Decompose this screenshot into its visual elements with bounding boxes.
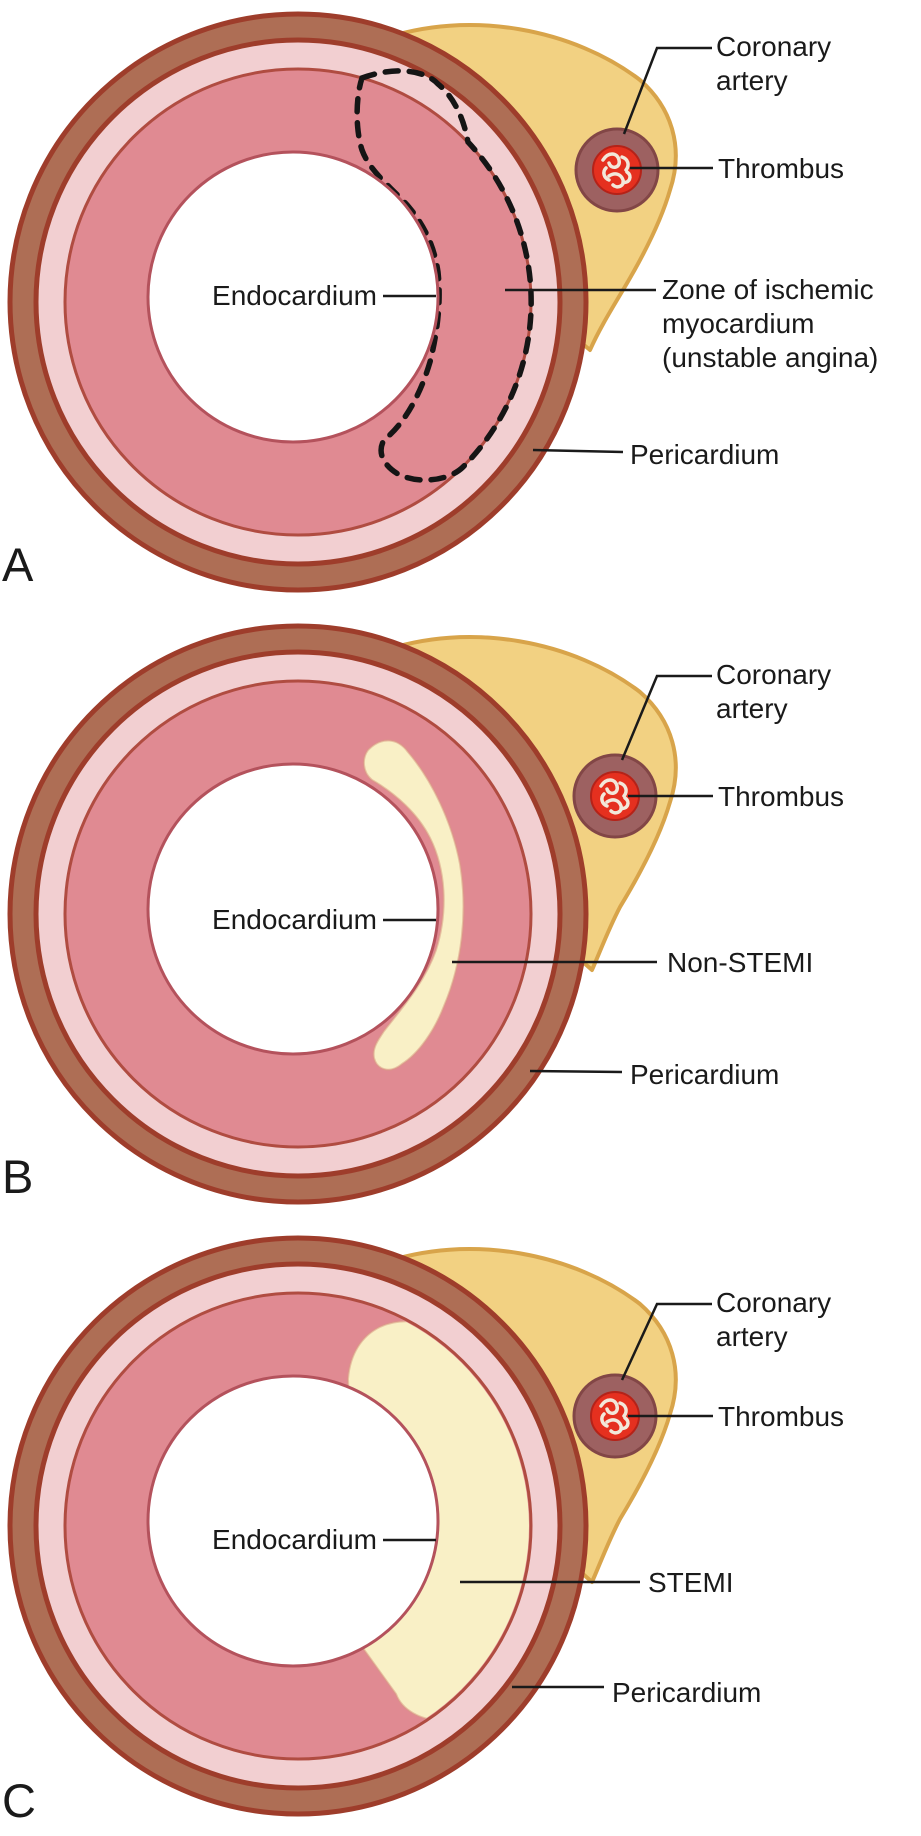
non-stemi-infarct-zone — [362, 739, 465, 1071]
coronary-artery-label-line1: Coronary — [716, 1287, 832, 1318]
thrombus-label: Thrombus — [718, 781, 845, 812]
panel-letter-c: C — [2, 1774, 36, 1827]
ventricle-lumen — [146, 762, 440, 1056]
coronary-artery-icon — [572, 1373, 658, 1459]
pericardium-label: Pericardium — [630, 439, 780, 470]
zone-label-line1: Zone of ischemic — [662, 274, 874, 305]
thrombus-label: Thrombus — [718, 1401, 845, 1432]
endocardium-label: Endocardium — [212, 280, 377, 311]
ventricle-lumen — [146, 1374, 440, 1668]
coronary-artery-label: Coronary artery — [716, 1286, 831, 1354]
pericardium-leader-line — [529, 1069, 623, 1074]
coronary-artery-leader-line — [622, 46, 712, 135]
ventricle-lumen — [146, 150, 440, 444]
coronary-artery-leader-line — [620, 1302, 712, 1381]
coronary-artery-label-line1: Coronary — [716, 659, 832, 690]
pericardium-label: Pericardium — [612, 1677, 762, 1708]
coronary-artery-label-line2: artery — [716, 1321, 788, 1352]
coronary-artery-label-line1: Coronary — [716, 31, 832, 62]
ischemic-zone-dashed-outline — [354, 68, 534, 483]
zone-label-line2: myocardium — [662, 308, 815, 339]
panel-unstable-angina: Coronary artery Thrombus Endocardium Zon… — [0, 0, 921, 612]
pericardium-leader-line — [532, 448, 624, 454]
endocardium-label: Endocardium — [212, 1524, 377, 1555]
zone-label: STEMI — [648, 1567, 734, 1598]
zone-label: Non-STEMI — [667, 947, 814, 978]
coronary-artery-leader-line — [620, 674, 712, 761]
panel-letter-b: B — [2, 1150, 34, 1203]
zone-label-line3: (unstable angina) — [662, 342, 879, 373]
zone-label: Zone of ischemic myocardium (unstable an… — [662, 273, 878, 375]
pericardium-label: Pericardium — [630, 1059, 780, 1090]
coronary-artery-label: Coronary artery — [716, 658, 831, 726]
thrombus-label: Thrombus — [718, 153, 845, 184]
heart-cross-section-b — [7, 623, 713, 1205]
panel-non-stemi: Coronary artery Thrombus Endocardium Non… — [0, 612, 921, 1224]
fibrin-strands — [601, 152, 632, 189]
coronary-artery-label-line2: artery — [716, 65, 788, 96]
coronary-artery-icon — [574, 127, 660, 213]
heart-cross-section-c — [7, 1235, 713, 1817]
fibrin-strands — [599, 778, 630, 815]
heart-cross-section-a — [7, 11, 713, 593]
panel-stemi: Coronary artery Thrombus Endocardium STE… — [0, 1224, 921, 1836]
fibrin-strands — [599, 1398, 630, 1435]
coronary-artery-label: Coronary artery — [716, 30, 831, 98]
endocardium-label: Endocardium — [212, 904, 377, 935]
coronary-artery-label-line2: artery — [716, 693, 788, 724]
panel-letter-a: A — [2, 538, 34, 591]
